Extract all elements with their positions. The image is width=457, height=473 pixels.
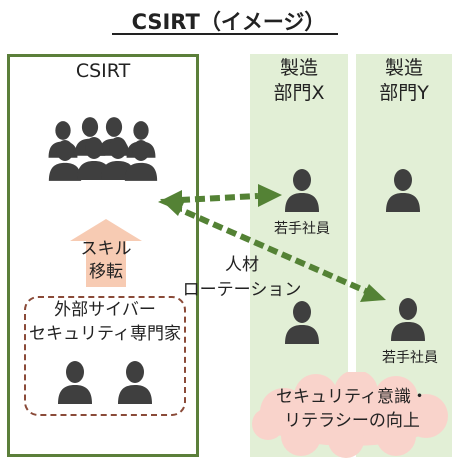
rotation-line1: 人材 (225, 255, 259, 275)
rotation-line2: ローテーション (182, 280, 302, 300)
external-experts-box (24, 296, 186, 416)
skill-transfer-arrow-icon (70, 219, 142, 287)
arrow-head-right-icon (360, 284, 386, 302)
young-employee-y-label: 若手社員 (382, 350, 438, 366)
department-y-line1: 製造 (384, 57, 423, 79)
external-line2: セキュリティ専門家 (29, 324, 181, 344)
csirt-box (7, 54, 199, 457)
skill-transfer-label: スキル 移転 (56, 238, 156, 284)
literacy-line1: セキュリティ意識・ (276, 387, 428, 407)
rotation-label: 人材 ローテーション (172, 253, 312, 303)
department-y-line2: 部門Y (379, 82, 429, 104)
skill-line1: スキル (80, 239, 132, 259)
young-employee-x-label: 若手社員 (274, 221, 330, 237)
literacy-line2: リテラシーの向上 (284, 411, 420, 431)
external-line1: 外部サイバー (54, 300, 156, 320)
external-experts-label: 外部サイバー セキュリティ専門家 (24, 298, 186, 346)
arrow-head-right-icon (258, 184, 282, 207)
department-y-label: 製造 部門Y (356, 56, 452, 106)
department-x-line2: 部門X (273, 82, 325, 104)
literacy-label: セキュリティ意識・ リテラシーの向上 (248, 385, 456, 433)
department-x-line1: 製造 (279, 57, 318, 79)
literacy-cloud-icon (252, 372, 448, 458)
diagram-title: CSIRT（イメージ） (131, 10, 326, 34)
department-x-label: 製造 部門X (250, 56, 348, 106)
title-underline (112, 33, 338, 35)
arrow-head-left-icon (160, 198, 186, 216)
csirt-label: CSIRT (75, 60, 131, 82)
skill-line2: 移転 (89, 262, 123, 282)
